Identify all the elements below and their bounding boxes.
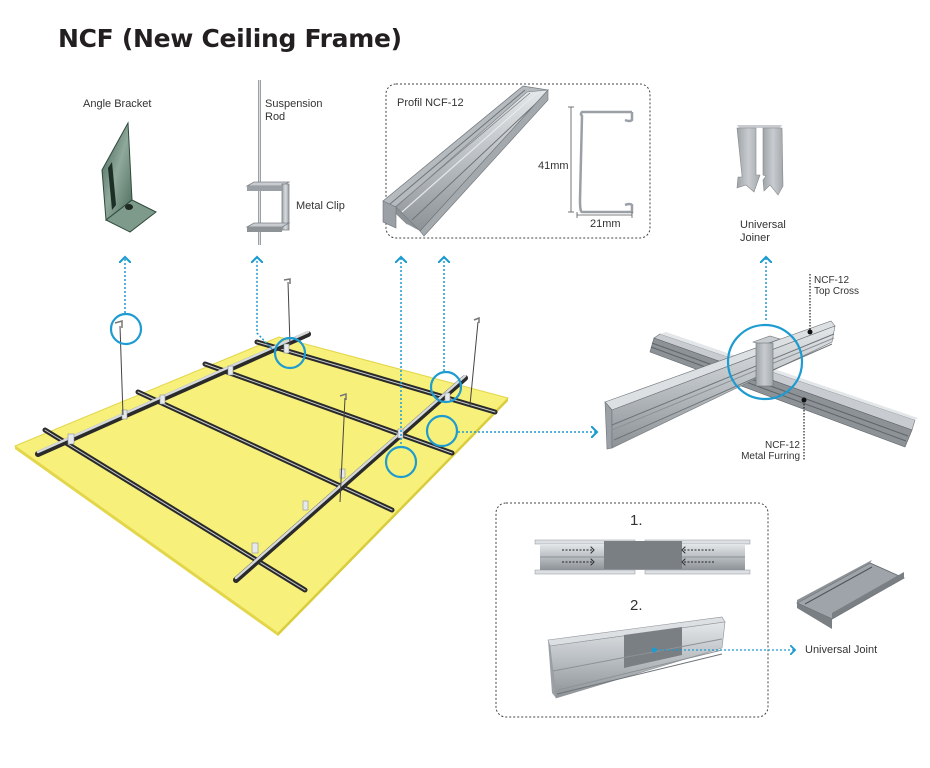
cross-detail-joiner bbox=[752, 335, 781, 387]
metal-clip-icon bbox=[245, 181, 291, 232]
metal-clip-label: Metal Clip bbox=[296, 200, 345, 212]
callout-circle-profile bbox=[384, 445, 418, 479]
rail-joiners bbox=[67, 343, 451, 554]
top-cross-label-line2: Top Cross bbox=[814, 286, 860, 297]
suspension-rod-label-line1: Suspension bbox=[265, 98, 323, 110]
step-1-number: 1. bbox=[630, 512, 643, 529]
callout-circle-clip bbox=[273, 336, 307, 370]
furring-pin bbox=[801, 397, 807, 403]
profile-label: Profil NCF-12 bbox=[397, 97, 464, 109]
callout-leaders bbox=[125, 257, 766, 444]
c-channel-profile-icon bbox=[382, 85, 549, 237]
metal-furring-label: NCF-12 Metal Furring bbox=[740, 440, 800, 462]
universal-joint-label: Universal Joint bbox=[805, 644, 878, 656]
top-cross-label: NCF-12 Top Cross bbox=[814, 275, 859, 297]
angle-bracket-icon bbox=[101, 121, 157, 233]
profile-height-dim: 41mm bbox=[538, 160, 569, 172]
joint-step2-illustration bbox=[547, 616, 726, 699]
universal-joint-piece-icon bbox=[796, 560, 905, 629]
profile-panel-frame bbox=[385, 83, 651, 239]
hanger-wires bbox=[114, 278, 480, 503]
suspension-rod-label: Suspension Rod bbox=[265, 98, 323, 124]
universal-joiner-label-line1: Universal bbox=[740, 219, 786, 231]
callout-circle-bracket bbox=[109, 312, 143, 346]
leader-suspension-rod bbox=[257, 257, 273, 350]
callout-circle-joiner bbox=[425, 414, 459, 448]
callout-circle-rail bbox=[429, 370, 463, 404]
metal-furring-label-line1: NCF-12 bbox=[764, 440, 800, 451]
joint-panel-frame bbox=[495, 502, 769, 718]
profile-width-dim: 21mm bbox=[590, 218, 621, 230]
top-cross-rails bbox=[35, 330, 468, 583]
top-cross-pin bbox=[807, 329, 813, 335]
top-cross-label-line1: NCF-12 bbox=[814, 275, 850, 286]
joint-step1-illustration bbox=[534, 539, 751, 575]
metal-furring-label-line2: Metal Furring bbox=[741, 451, 800, 462]
profile-cross-section bbox=[568, 106, 634, 218]
step-2-number: 2. bbox=[630, 597, 643, 614]
cross-detail-top-cross bbox=[604, 320, 836, 450]
cross-detail-leaders bbox=[803, 274, 811, 460]
metal-furring-rails bbox=[42, 339, 498, 593]
callout-circles bbox=[109, 312, 463, 479]
suspension-rod-label-line2: Rod bbox=[265, 111, 286, 123]
suspension-rod-icon bbox=[258, 80, 261, 245]
universal-joiner-label-line2: Joiner bbox=[740, 232, 770, 244]
callout-circle-cross bbox=[726, 323, 804, 401]
page-title: NCF (New Ceiling Frame) bbox=[58, 24, 402, 53]
angle-bracket-label: Angle Bracket bbox=[83, 98, 152, 110]
universal-joiner-label: Universal Joiner bbox=[740, 219, 786, 245]
joint-pin bbox=[651, 647, 657, 653]
universal-joiner-icon bbox=[736, 125, 784, 196]
